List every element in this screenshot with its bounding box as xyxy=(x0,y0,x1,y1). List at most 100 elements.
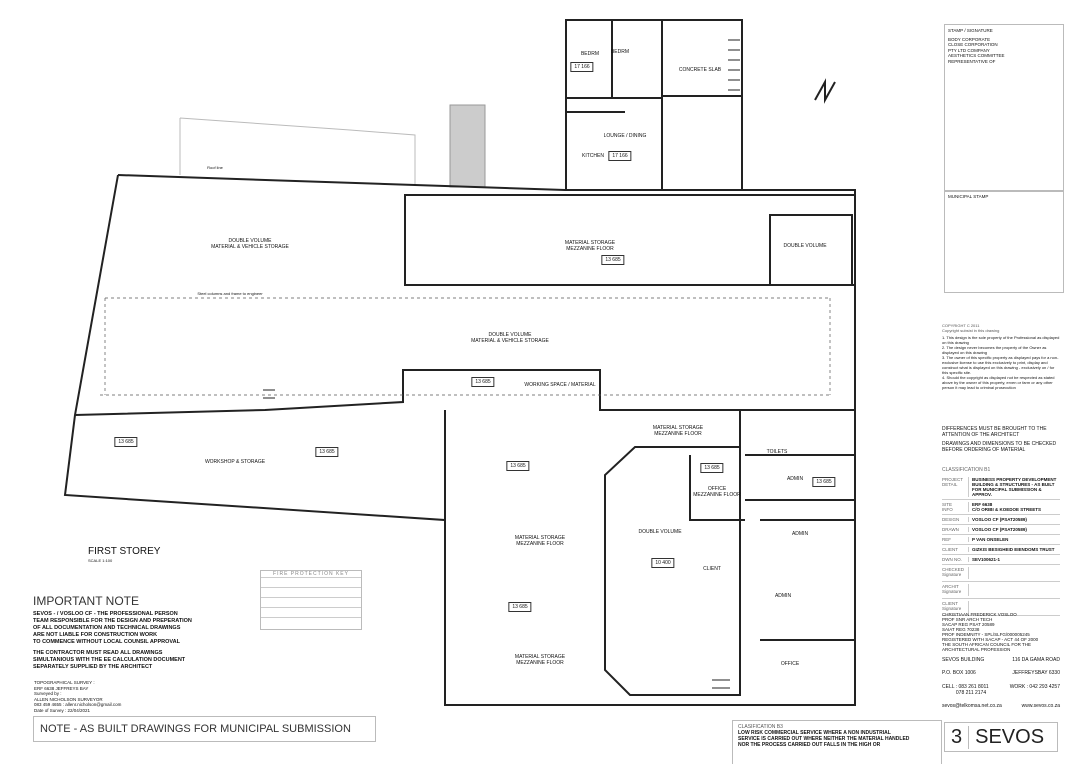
classification-b1: CLASSIFICATION B1 xyxy=(942,467,991,473)
municipal-stamp-box: MUNICIPAL STAMP xyxy=(944,190,1064,293)
title-block-table: PROJECT DETAIL BUSINESS PROPERTY DEVELOPM… xyxy=(942,475,1060,616)
copyright-title: COPYRIGHT C 2011 Copyright subsist in th… xyxy=(942,323,1000,333)
as-built-banner: NOTE - AS BUILT DRAWINGS FOR MUNICIPAL S… xyxy=(33,716,376,742)
area-tag: 17 166 xyxy=(608,151,632,161)
room-label: DOUBLE VOLUME xyxy=(783,243,827,249)
row-value xyxy=(968,567,1060,579)
row-key: ARCHIT Signature xyxy=(942,584,962,594)
room-label: MATERIAL STORAGE MEZZANINE FLOOR xyxy=(652,425,704,437)
town: JEFFREYSBAY 6330 xyxy=(1012,670,1060,676)
row-value: VOSLOO CF (PSAT20589) xyxy=(968,517,1060,522)
hatched-area xyxy=(449,104,486,188)
row-value: ERF 6638 C/O ORIBI & KOEDOE STREETS xyxy=(968,502,1060,512)
steel-note: Steel columns and frame to engineer xyxy=(197,291,263,296)
room-label: OFFICE xyxy=(780,661,800,667)
room-label: LOUNGE / DINING xyxy=(603,133,647,139)
room-label: OFFICE MEZZANINE FLOOR xyxy=(693,486,741,498)
drawing-title: FIRST STOREY xyxy=(88,546,161,557)
area-tag: 13 685 xyxy=(471,377,495,387)
room-label: MATERIAL STORAGE MEZZANINE FLOOR xyxy=(514,535,566,547)
row-value: VOSLOO CF (PSAT20589) xyxy=(968,527,1060,532)
row-value: P VAN ONSELEN xyxy=(968,537,1060,542)
copyright-text: 1. This design is the sole property of t… xyxy=(942,335,1060,390)
walls xyxy=(63,19,856,706)
brand-name: SEVOS xyxy=(975,725,1045,748)
room-label: MATERIAL STORAGE MEZZANINE FLOOR xyxy=(514,654,566,666)
area-tag: 10 400 xyxy=(651,558,675,568)
room-label: ADMIN xyxy=(791,531,809,537)
room-label: BEDRM xyxy=(580,51,600,57)
room-label: BEDRM xyxy=(610,49,630,55)
area-tag: 13 685 xyxy=(114,437,138,447)
contractor-note: THE CONTRACTOR MUST READ ALL DRAWINGS SI… xyxy=(33,650,186,670)
row-key: CLIENT xyxy=(942,547,959,552)
row-value xyxy=(968,584,1060,596)
classification-b3: CLASIFICATION B3 LOW RISK COMMERCIAL SER… xyxy=(732,720,942,764)
drawing-scale: SCALE 1:100 xyxy=(88,558,113,563)
important-note-text: SEVOS - / VOSLOO CF - THE PROFESSIONAL P… xyxy=(33,611,192,645)
row-key: CLIENT Signature xyxy=(942,601,962,611)
room-label: CONCRETE SLAB xyxy=(678,67,722,73)
title-block-row: DRAWN VOSLOO CF (PSAT20589) xyxy=(942,525,1060,535)
steel-frame-lines xyxy=(100,297,831,396)
website-link[interactable]: www.sevos.co.za xyxy=(1021,703,1060,709)
title-block-row: SITE INFO ERF 6638 C/O ORIBI & KOEDOE STR… xyxy=(942,500,1060,515)
neighbour-outlines xyxy=(179,117,416,186)
sheet-number: 3 xyxy=(945,725,970,749)
title-block-row: DESIGN VOSLOO CF (PSAT20589) xyxy=(942,515,1060,525)
row-key: PROJECT DETAIL xyxy=(942,477,964,487)
room-label: MATERIAL STORAGE MEZZANINE FLOOR xyxy=(564,240,616,252)
po-box: P.O. BOX 1006 xyxy=(942,670,976,676)
important-note-title: IMPORTANT NOTE xyxy=(33,594,140,608)
room-label: TOILETS xyxy=(766,449,788,455)
title-block-row: ARCHIT Signature xyxy=(942,582,1060,599)
row-key: DRAWN xyxy=(942,527,959,532)
roof-line-note: Roof line xyxy=(207,165,223,170)
room-label: DOUBLE VOLUME MATERIAL & VEHICLE STORAGE xyxy=(211,238,289,250)
road: 116 DA GAMA ROAD xyxy=(1012,657,1060,663)
architect-details: CHRISTIAAN FREDERICK VOSLOO PROF SNR ARC… xyxy=(942,612,1039,652)
area-tag: 13 685 xyxy=(601,255,625,265)
title-block-row: CLIENT GIZKIS BESIGHEID EIENDOMS TRUST xyxy=(942,545,1060,555)
area-tag: 13 685 xyxy=(508,602,532,612)
room-label: DOUBLE VOLUME MATERIAL & VEHICLE STORAGE xyxy=(471,332,549,344)
row-value xyxy=(968,601,1060,613)
title-block-row: CHECKED Signature xyxy=(942,565,1060,582)
room-label: KITCHEN xyxy=(582,153,604,159)
row-key: DWN NO. xyxy=(942,557,962,562)
classification-text: LOW RISK COMMERCIAL SERVICE WHERE A NON … xyxy=(738,730,910,748)
cell-number: CELL : 083 261 8011 078 211 2174 xyxy=(942,684,989,696)
area-tag: 13 685 xyxy=(812,477,836,487)
stamp-title: STAMP / SIGNATURE xyxy=(948,28,993,33)
classification-title: CLASIFICATION B3 xyxy=(738,724,783,730)
area-tag: 13 685 xyxy=(506,461,530,471)
stamp-signature-box: STAMP / SIGNATURE BODY CORPORATE CLOSE C… xyxy=(944,24,1064,192)
contact-row: sevos@telkomsa.net.co.za www.sevos.co.za xyxy=(942,703,1060,709)
survey-info: TOPOGRAPHICAL SURVEY : ERF 6638 JEFFREYS… xyxy=(34,680,122,713)
address-row: SEVOS BUILDING 116 DA GAMA ROAD xyxy=(942,657,1060,663)
title-block-row: PROJECT DETAIL BUSINESS PROPERTY DEVELOPM… xyxy=(942,475,1060,500)
fire-protection-key: FIRE PROTECTION KEY xyxy=(260,570,362,630)
email-link[interactable]: sevos@telkomsa.net.co.za xyxy=(942,703,1002,709)
differences-note: DIFFERENCES MUST BE BROUGHT TO THE ATTEN… xyxy=(942,426,1047,438)
phone-row: CELL : 083 261 8011 078 211 2174 WORK : 0… xyxy=(942,684,1060,696)
work-number: WORK : 042 293 4257 xyxy=(1009,684,1060,690)
row-value: BUSINESS PROPERTY DEVELOPMENT BUILDING &… xyxy=(968,477,1060,497)
row-key: DESIGN xyxy=(942,517,960,522)
row-key: SITE INFO xyxy=(942,502,953,512)
room-label: DOUBLE VOLUME xyxy=(638,529,682,535)
sheet-brand-box: 3 SEVOS xyxy=(944,722,1058,752)
room-label: CLIENT xyxy=(703,566,721,572)
municipal-stamp-title: MUNICIPAL STAMP xyxy=(948,194,989,199)
building-name: SEVOS BUILDING xyxy=(942,657,985,663)
room-label: ADMIN xyxy=(786,476,804,482)
title-block-row: DWN NO. SEV100621-1 xyxy=(942,555,1060,565)
row-value: SEV100621-1 xyxy=(968,557,1060,562)
fire-key-title: FIRE PROTECTION KEY xyxy=(273,571,349,577)
room-label: ADMIN xyxy=(774,593,792,599)
row-value: GIZKIS BESIGHEID EIENDOMS TRUST xyxy=(968,547,1060,552)
area-tag: 13 685 xyxy=(315,447,339,457)
stairs xyxy=(263,39,740,689)
